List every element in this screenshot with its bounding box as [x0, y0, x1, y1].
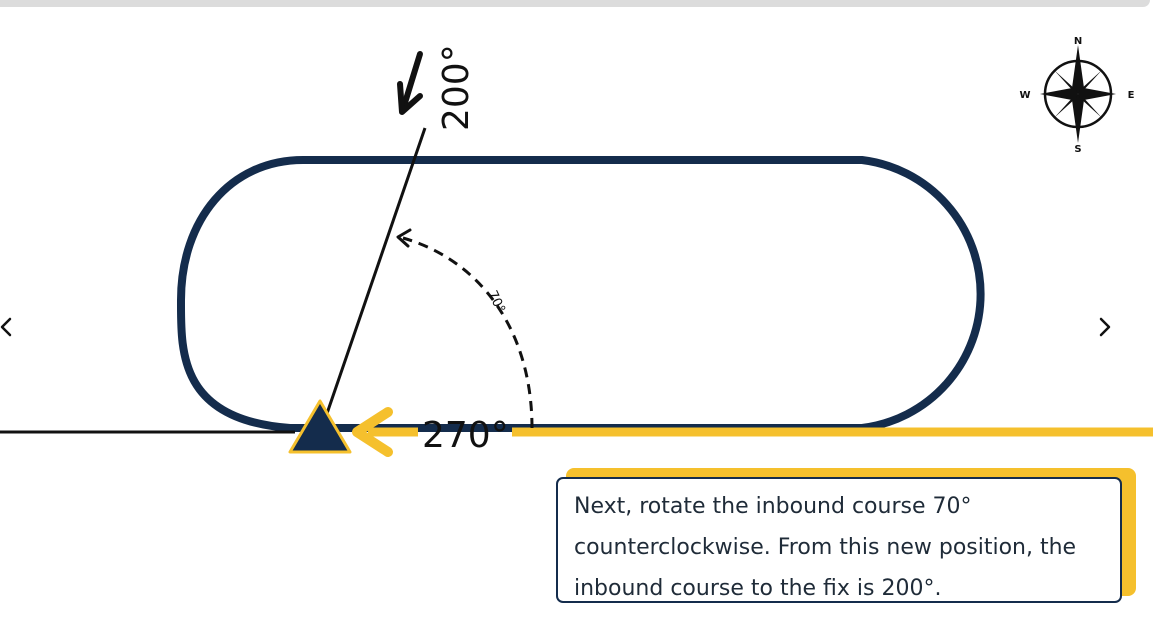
inbound-course-arrowhead	[352, 407, 393, 457]
rotated-course-arrowhead	[397, 81, 423, 115]
next-slide-button[interactable]	[1093, 310, 1117, 344]
holding-racetrack	[176, 156, 985, 432]
rotated-course-arrow-shaft	[401, 51, 423, 109]
fix-triangle	[288, 399, 352, 454]
caption-text: Next, rotate the inbound course 70° coun…	[574, 494, 1077, 601]
compass-west-label: W	[1019, 90, 1030, 101]
chevron-right-icon	[1099, 317, 1111, 337]
caption-box: Next, rotate the inbound course 70° coun…	[556, 477, 1122, 603]
rotation-arc	[402, 236, 534, 429]
top-scroll-edge	[0, 0, 1150, 7]
compass-rose-icon: N S W E	[1019, 36, 1134, 155]
rotated-course-line	[320, 127, 427, 429]
compass-south-label: S	[1074, 144, 1081, 155]
compass-north-label: N	[1074, 36, 1082, 47]
chevron-left-icon	[0, 317, 12, 337]
rotation-angle-label: 70°	[484, 288, 507, 315]
compass-east-label: E	[1128, 90, 1135, 101]
rotation-arc-arrowhead	[396, 228, 412, 248]
previous-slide-button[interactable]	[0, 310, 18, 344]
inbound-course-label: 270°	[422, 415, 509, 456]
top-course-label: 200°	[436, 44, 477, 131]
